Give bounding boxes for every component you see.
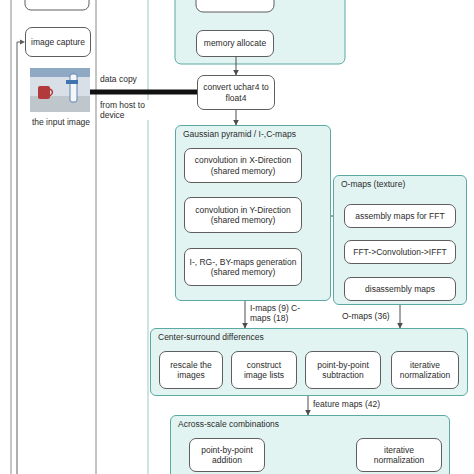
flow-arrow: [308, 396, 309, 415]
panel-heading: Gaussian pyramid / I-,C-maps: [183, 129, 296, 139]
box-text: memory allocate: [204, 38, 266, 48]
box-text: assembly maps for FFT: [355, 211, 444, 221]
process-box: iterative normalization: [391, 351, 459, 389]
lane-line: [11, 0, 12, 474]
process-box: convolution in Y-Direction (shared memor…: [184, 197, 302, 233]
box-text: disassembly maps: [365, 284, 435, 294]
box-text: I-, RG-, BY-maps generation (shared memo…: [188, 257, 298, 277]
process-box: assembly maps for FFT: [344, 204, 456, 228]
edge-label: feature maps (42): [312, 399, 381, 409]
panel-heading: Center-surround differences: [158, 332, 264, 342]
input-image: [70, 74, 77, 102]
capture-box: image capture: [25, 27, 91, 57]
input-image: [38, 86, 50, 99]
process-box: point-by-point subtraction: [305, 351, 381, 389]
box-text: rescale the images: [163, 360, 219, 380]
process-box: FFT->Convolution->IFFT: [344, 240, 456, 264]
box-text: convolution in Y-Direction (shared memor…: [188, 205, 298, 225]
edge-label: I-maps (9) C-maps (18): [249, 303, 313, 323]
box-text: iterative normalization: [395, 360, 455, 380]
input-image: [30, 68, 90, 112]
group-panel: O-maps (texture) assembly maps for FFT FFT…: [333, 175, 467, 305]
edge-label: O-maps (36): [341, 311, 391, 321]
input-image: [66, 80, 78, 84]
flow-arrow: [236, 57, 237, 75]
note-label: from host to device: [99, 100, 149, 120]
box-text: point-by-point addition: [193, 445, 261, 465]
loop-line: [17, 42, 22, 474]
cut-box: [196, 0, 274, 12]
box-text: iterative normalization: [360, 445, 438, 465]
process-box: I-, RG-, BY-maps generation (shared memo…: [184, 248, 302, 286]
process-box: memory allocate: [196, 30, 274, 57]
process-box: convert uchar4 to float4: [197, 75, 275, 110]
box-text: point-by-point subtraction: [309, 360, 377, 380]
box-text: construct image lists: [235, 360, 293, 380]
process-box: point-by-point addition: [189, 438, 265, 472]
input-image: [30, 68, 90, 77]
lane-line: [148, 0, 149, 474]
box-text: FFT->Convolution->IFFT: [353, 247, 447, 257]
cut-box: [25, 0, 89, 10]
data-copy-line: [90, 90, 197, 95]
input-image: [50, 89, 53, 96]
process-box: disassembly maps: [344, 277, 456, 301]
process-box: convolution in X-Direction (shared memor…: [184, 148, 302, 183]
group-panel: Gaussian pyramid / I-,C-maps convolution …: [175, 125, 331, 301]
flow-arrow: [245, 301, 246, 328]
flow-arrow: [400, 305, 401, 328]
group-panel: Across-scale combinations point-by-point …: [170, 415, 450, 474]
box-text: convolution in X-Direction (shared memor…: [188, 155, 298, 175]
process-box: iterative normalization: [356, 438, 442, 472]
group-panel: Center-surround differences rescale the i…: [150, 328, 468, 396]
note-label: the input image: [24, 117, 98, 127]
lane-line: [96, 0, 97, 474]
note-label: data copy: [99, 74, 138, 84]
box-text: image capture: [31, 37, 85, 47]
panel-heading: Across-scale combinations: [178, 419, 279, 429]
flow-arrow: [236, 110, 237, 125]
box-text: convert uchar4 to float4: [201, 82, 271, 102]
process-box: rescale the images: [159, 351, 223, 389]
panel-heading: O-maps (texture): [341, 179, 405, 189]
process-box: construct image lists: [231, 351, 297, 389]
